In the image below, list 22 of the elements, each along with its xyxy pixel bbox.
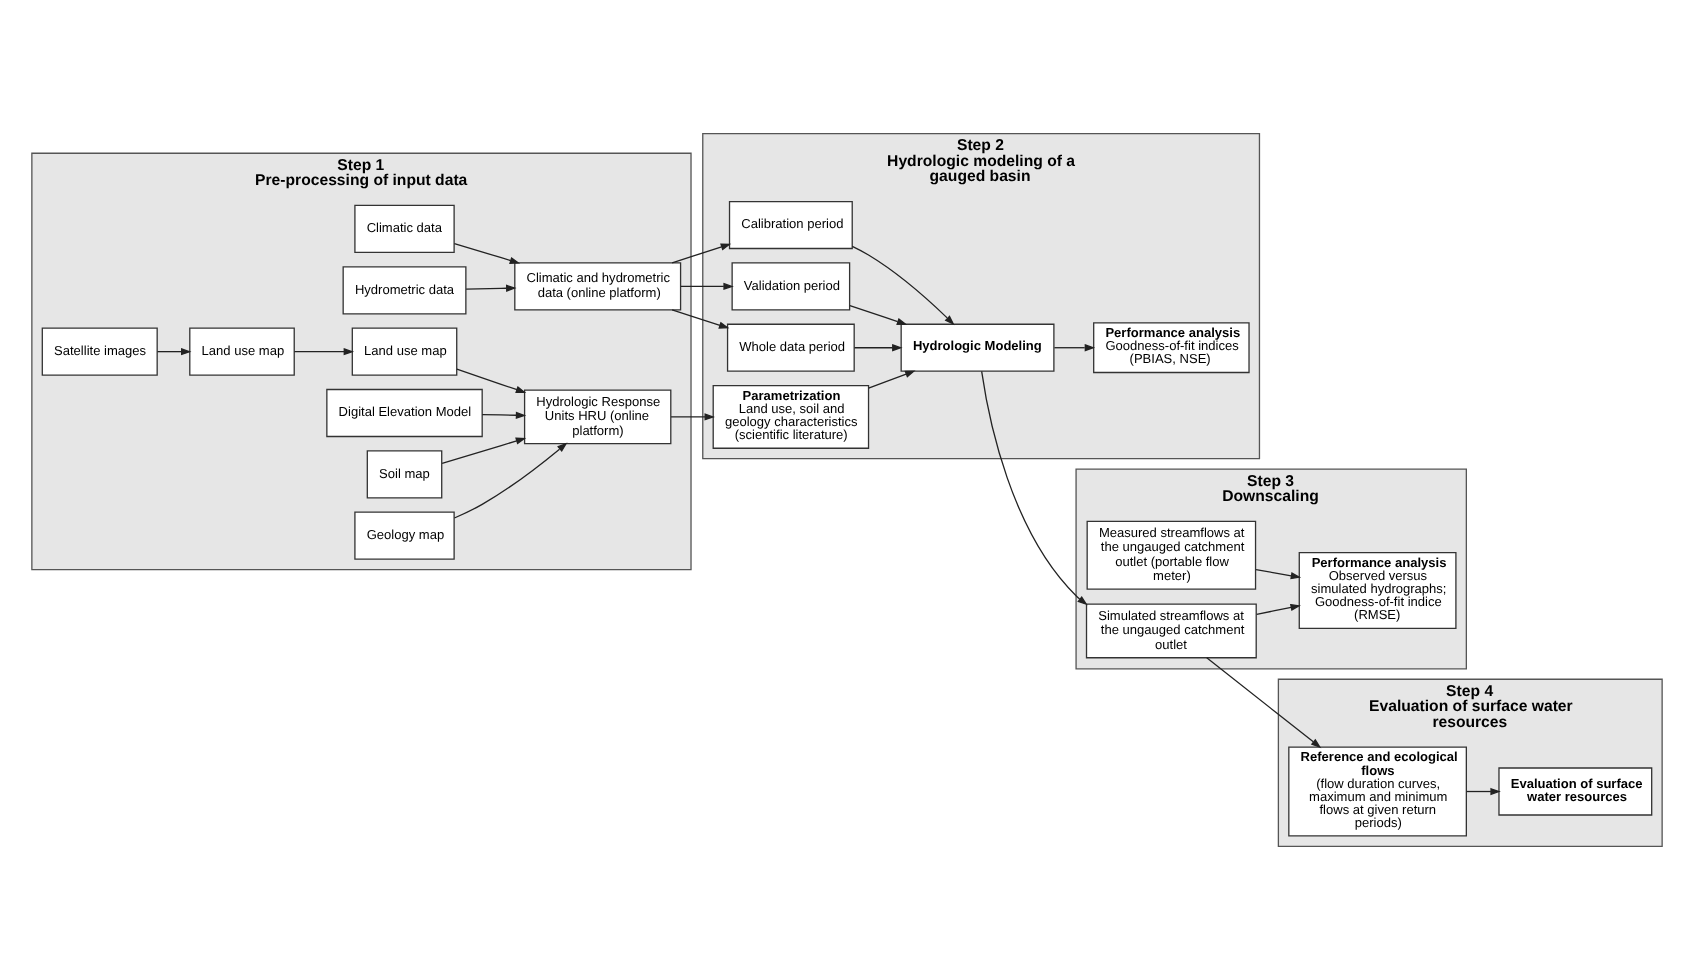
arrow: [849, 304, 908, 325]
arrow: [670, 413, 715, 421]
arrow: [981, 370, 1088, 606]
arrow: [853, 344, 903, 352]
arrow: [453, 442, 568, 519]
arrow: [867, 370, 916, 389]
arrow: [1256, 603, 1301, 615]
arrow: [1466, 787, 1501, 796]
arrow: [851, 245, 955, 326]
arrow: [671, 243, 732, 264]
arrow: [456, 368, 527, 393]
arrow: [465, 284, 517, 292]
arrow: [671, 309, 730, 329]
arrow: [481, 411, 527, 419]
arrow: [453, 242, 521, 264]
arrow: [1053, 344, 1096, 352]
arrow: [293, 347, 355, 356]
arrow: [1206, 657, 1322, 749]
arrow: [441, 437, 527, 465]
arrow: [680, 282, 734, 291]
arrow: [1255, 569, 1302, 580]
arrow: [156, 347, 192, 356]
